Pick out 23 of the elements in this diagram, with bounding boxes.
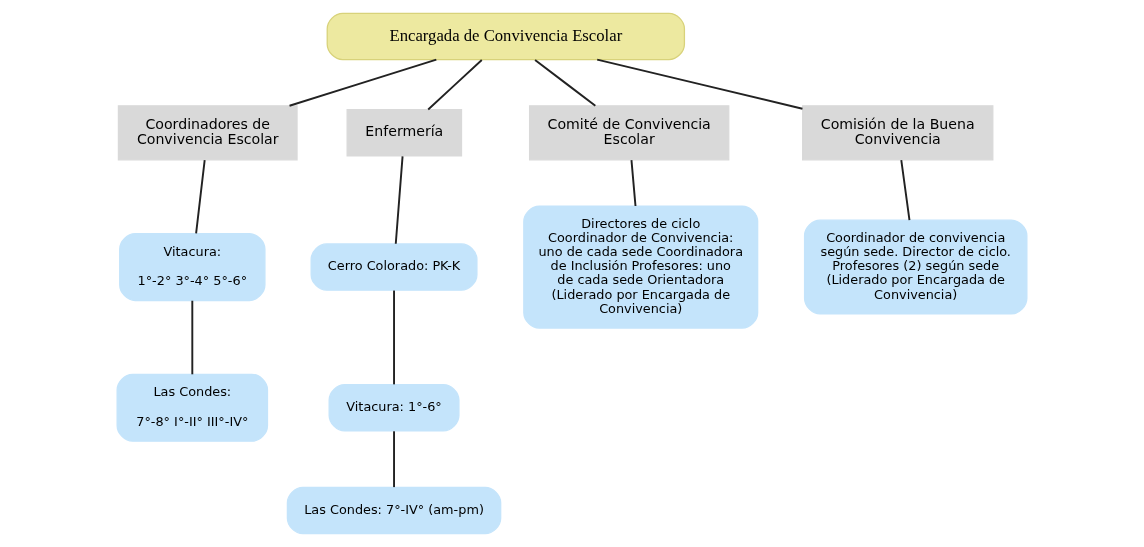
node-box: Las Condes: 7°-IV° (am-pm) — [286, 486, 502, 535]
node-box: Enfermería — [346, 109, 463, 157]
connector — [534, 59, 597, 107]
connector — [630, 159, 637, 207]
node-box: Encargada de Convivencia Escolar — [326, 12, 686, 61]
connector — [900, 159, 911, 222]
node-box: Comisión de la Buena Convivencia — [802, 105, 994, 161]
node-box: Comité de Convivencia Escolar — [528, 105, 730, 161]
connector — [427, 59, 483, 111]
node-box: Coordinador de convivencia según sede. Director de ciclo. Profesores (2) según sede (Liderado por Encargada de Convivencia) — [803, 219, 1028, 315]
connector — [596, 58, 804, 110]
connector — [191, 299, 194, 376]
node-box: Las Condes: 7°-8° I°-II° III°-IV° — [116, 373, 269, 442]
node-box: Vitacura: 1°-2° 3°-4° 5°-6° — [119, 233, 266, 302]
connector — [288, 58, 438, 107]
node-box: Coordinadores de Convivencia Escolar — [117, 105, 298, 161]
connector — [394, 155, 404, 245]
connector — [393, 430, 395, 489]
node-box: Cerro Colorado: PK-K — [310, 243, 478, 291]
connector — [393, 289, 395, 386]
node-box: Vitacura: 1°-6° — [328, 384, 460, 432]
connector — [195, 159, 206, 235]
node-box: Directores de ciclo Coordinador de Convivencia: uno de cada sede Coordinadora de Inclusión Profesores: uno de cada sede Orientadora (Liderado por Encargada de Convivencia) — [523, 205, 759, 329]
